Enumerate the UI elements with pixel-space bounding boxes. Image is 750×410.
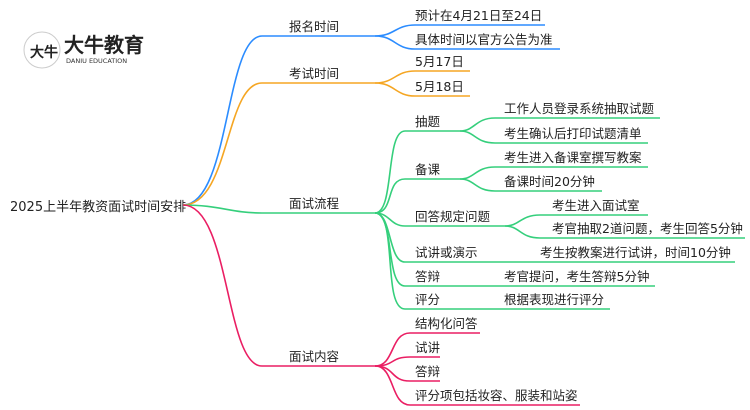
leaf-line bbox=[504, 225, 745, 239]
sub-node-defense[interactable]: 答辩 bbox=[415, 269, 440, 284]
sub-node-draw[interactable]: 抽题 bbox=[415, 114, 441, 129]
leaf-node[interactable]: 答辩 bbox=[415, 364, 440, 379]
leaf-line bbox=[459, 166, 648, 180]
branch-line-registration bbox=[182, 35, 375, 206]
sub-node-prepare[interactable]: 备课 bbox=[415, 162, 441, 177]
leaf-line bbox=[459, 117, 660, 132]
logo-name-en: DANIU EDUCATION bbox=[66, 57, 127, 65]
logo-mark: 大牛 bbox=[30, 44, 58, 61]
leaf-node[interactable]: 5月17日 bbox=[415, 54, 464, 69]
leaf-node[interactable]: 根据表现进行评分 bbox=[504, 292, 604, 307]
leaf-node[interactable]: 考生进入备课室撰写教案 bbox=[504, 150, 642, 165]
leaf-line bbox=[459, 178, 602, 192]
leaf-node[interactable]: 考官提问，考生答辩5分钟 bbox=[504, 269, 649, 284]
branch-content[interactable]: 面试内容 bbox=[289, 349, 339, 364]
leaf-node[interactable]: 考生确认后打印试题清单 bbox=[504, 126, 642, 141]
root-topic: 2025上半年教资面试时间安排 bbox=[10, 199, 186, 215]
leaf-node[interactable]: 5月18日 bbox=[415, 79, 464, 94]
leaf-line bbox=[459, 130, 648, 144]
leaf-line bbox=[374, 332, 480, 367]
sub-node-lecture[interactable]: 试讲或演示 bbox=[415, 245, 478, 260]
branch-line-process bbox=[182, 204, 375, 214]
leaf-line bbox=[374, 82, 470, 97]
sub-line bbox=[374, 178, 460, 214]
leaf-node[interactable]: 工作人员登录系统抽取试题 bbox=[504, 101, 655, 116]
leaf-line bbox=[504, 214, 648, 227]
branch-line-exam bbox=[182, 82, 375, 206]
leaf-node[interactable]: 结构化问答 bbox=[415, 316, 478, 331]
leaf-line bbox=[374, 70, 470, 84]
sub-line bbox=[374, 130, 460, 214]
leaf-node[interactable]: 考生进入面试室 bbox=[552, 198, 640, 213]
logo-circle bbox=[23, 31, 61, 69]
leaf-line bbox=[374, 365, 580, 406]
leaf-node[interactable]: 评分项包括妆容、服装和站姿 bbox=[415, 388, 578, 403]
sub-node-scoring[interactable]: 评分 bbox=[415, 292, 440, 307]
leaf-node[interactable]: 试讲 bbox=[415, 340, 440, 355]
branch-exam-time[interactable]: 考试时间 bbox=[289, 66, 339, 81]
logo-name-cn: 大牛教育 bbox=[64, 33, 144, 57]
logo: 大牛 大牛教育 DANIU EDUCATION bbox=[23, 31, 144, 69]
branch-line-content bbox=[182, 204, 375, 367]
leaf-node[interactable]: 预计在4月21日至24日 bbox=[415, 8, 542, 23]
leaf-node[interactable]: 备课时间20分钟 bbox=[504, 174, 595, 189]
leaf-node[interactable]: 考官抽取2道问题，考生回答5分钟 bbox=[552, 221, 743, 236]
sub-line bbox=[374, 212, 610, 310]
leaf-node[interactable]: 具体时间以官方公告为准 bbox=[415, 32, 553, 47]
leaf-line bbox=[374, 35, 560, 50]
branch-registration[interactable]: 报名时间 bbox=[289, 19, 339, 34]
leaf-node[interactable]: 考生按教案进行试讲，时间10分钟 bbox=[540, 245, 731, 260]
sub-node-questions[interactable]: 回答规定问题 bbox=[415, 209, 491, 224]
branch-process[interactable]: 面试流程 bbox=[289, 196, 340, 211]
